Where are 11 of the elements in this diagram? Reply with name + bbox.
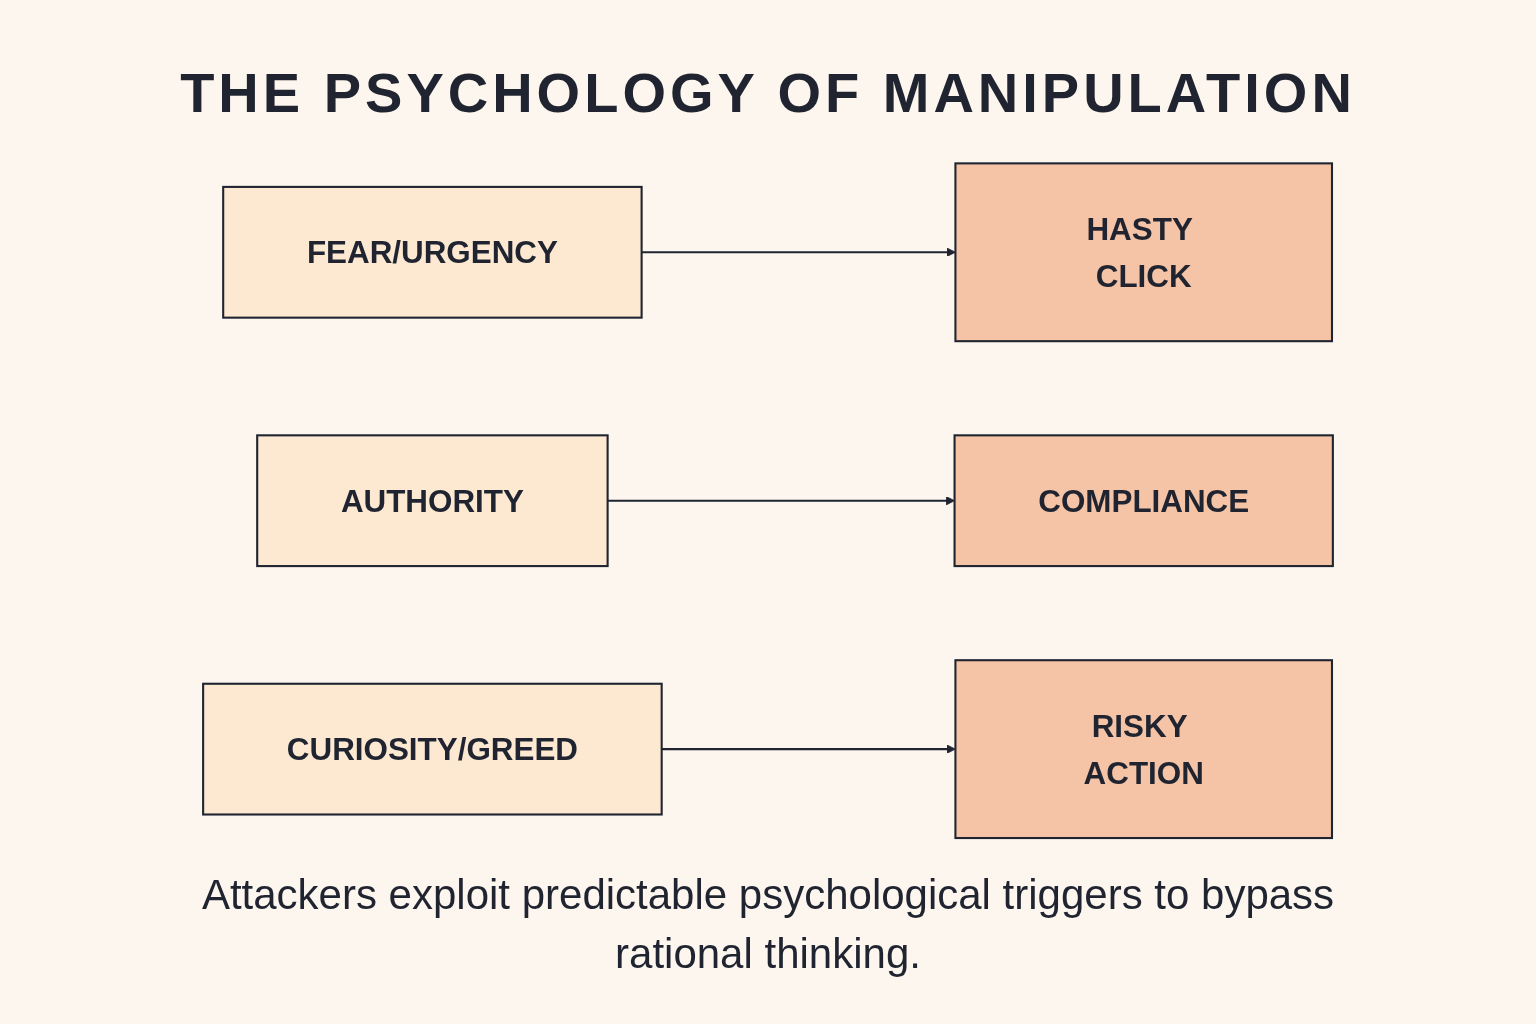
arrow bbox=[661, 744, 956, 754]
node-box: AUTHORITY bbox=[256, 434, 609, 568]
diagram-title: THE PSYCHOLOGY OF MANIPULATION bbox=[180, 60, 1356, 125]
arrow bbox=[641, 247, 956, 257]
node-box: COMPLIANCE bbox=[953, 434, 1334, 568]
node-box: CURIOSITY/GREED bbox=[202, 682, 663, 816]
diagram-caption: Attackers exploit predictable psychological triggers to bypass rational thinking. bbox=[200, 870, 1336, 980]
node-box: RISKY ACTION bbox=[954, 659, 1334, 840]
arrow bbox=[607, 496, 955, 506]
node-box: FEAR/URGENCY bbox=[222, 185, 643, 319]
node-box: HASTY CLICK bbox=[954, 162, 1334, 343]
